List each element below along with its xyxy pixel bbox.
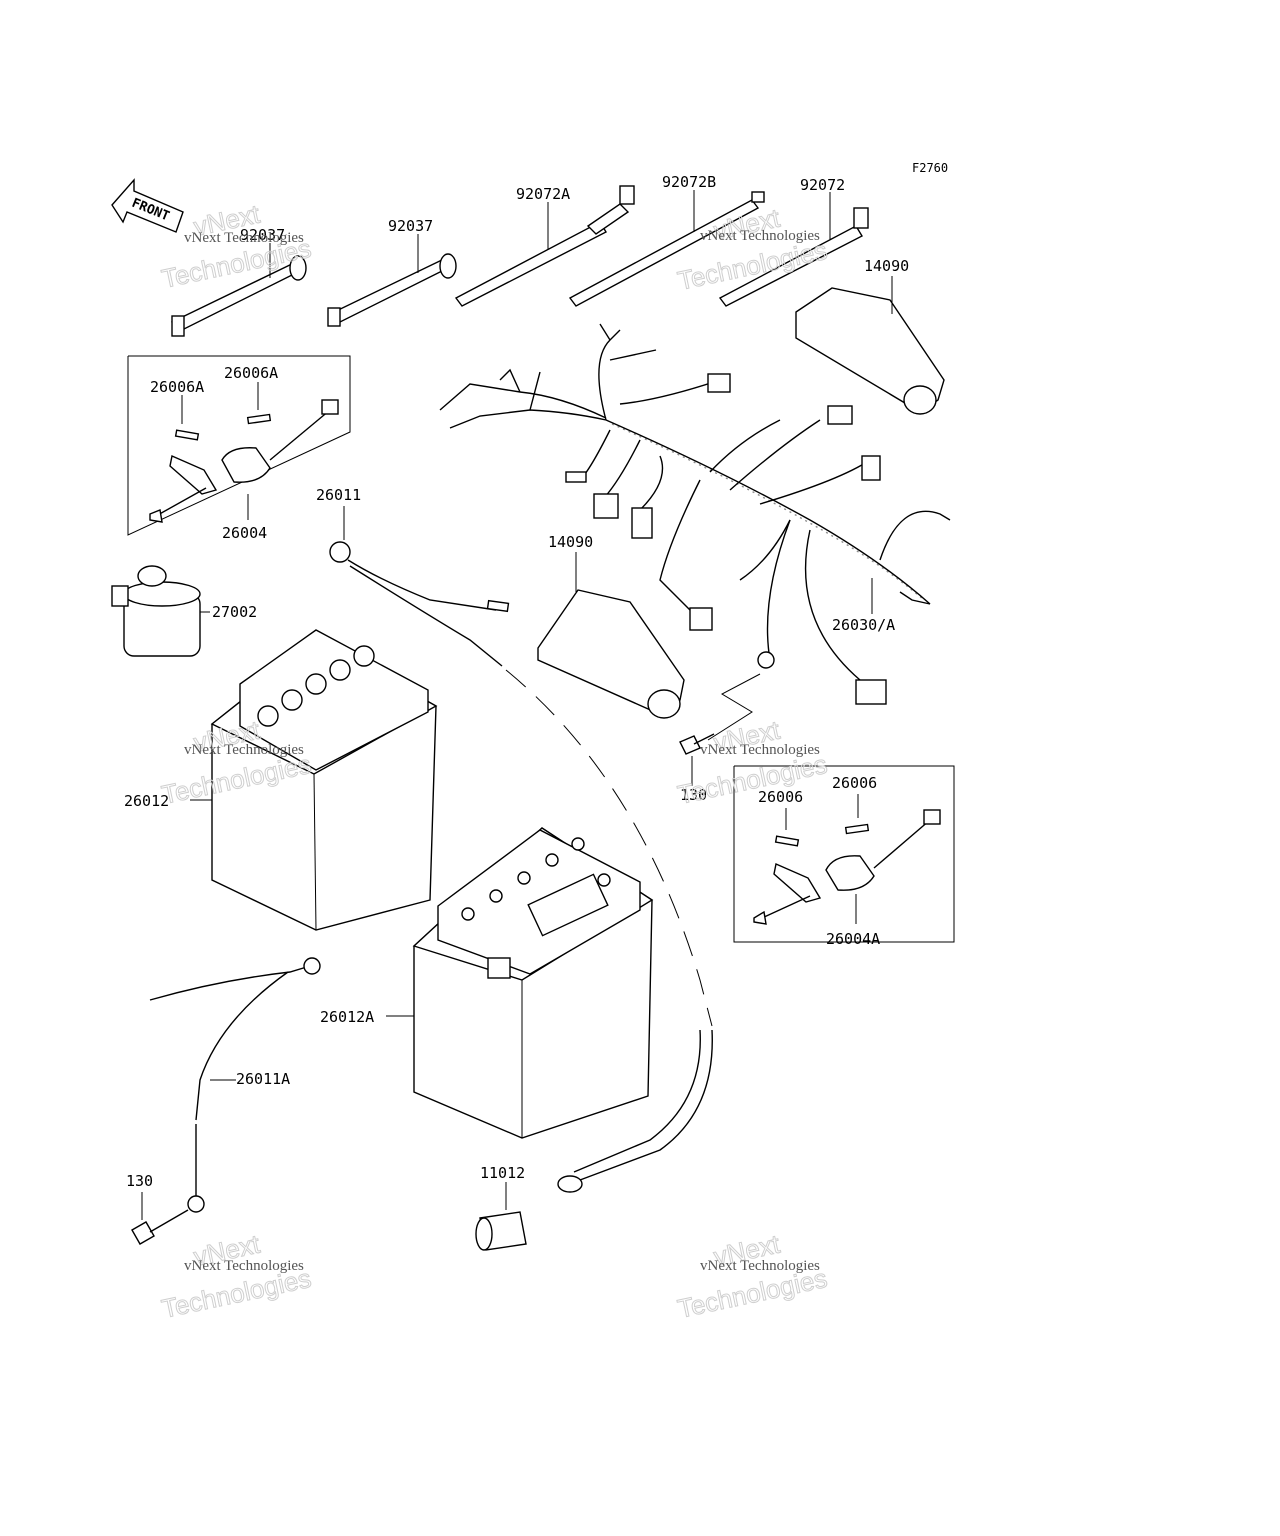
cable-tie-92072 [718, 192, 869, 307]
battery-26012a [386, 827, 654, 1139]
bolt-130-middle [679, 733, 715, 786]
terminal-cap-11012 [475, 1029, 713, 1251]
battery-cable-26011 [329, 506, 713, 1027]
callout-14090-middle: 14090 [548, 533, 593, 551]
callout-26006-right: 26006 [832, 774, 877, 792]
callout-26004a: 26004A [826, 930, 880, 948]
fuse-holder-kit-26004a [733, 765, 955, 943]
battery-strap-right [327, 234, 457, 327]
main-wiring-harness-26030a [439, 323, 951, 741]
callout-26011: 26011 [316, 486, 361, 504]
svg-text:vNext Technologies: vNext Technologies [700, 742, 820, 758]
callout-130-bottom: 130 [126, 1172, 153, 1190]
svg-text:vNext Technologies: vNext Technologies [184, 1258, 304, 1274]
watermark-mid-right: vNext vNext Technologies Technologies [675, 714, 831, 810]
svg-text:vNext Technologies: vNext Technologies [184, 742, 304, 758]
callout-92037-left: 92037 [240, 226, 285, 244]
callout-92037-right: 92037 [388, 217, 433, 235]
fuse-holder-kit-26004 [127, 355, 351, 536]
callout-26012a: 26012A [320, 1008, 374, 1026]
callout-26004: 26004 [222, 524, 267, 542]
cable-tie-92072a [454, 185, 635, 307]
callout-26006a-left: 26006A [150, 378, 204, 396]
battery-cable-26011a [149, 957, 321, 1213]
figure-code: F2760 [912, 161, 948, 175]
callout-92072: 92072 [800, 176, 845, 194]
svg-text:vNext Technologies: vNext Technologies [184, 230, 304, 246]
callout-14090-top: 14090 [864, 257, 909, 275]
callout-92072b: 92072B [662, 173, 716, 191]
watermark-bottom-left: vNext vNext Technologies Technologies [159, 1228, 315, 1324]
svg-text:vNext Technologies: vNext Technologies [700, 228, 820, 244]
callout-26012: 26012 [124, 792, 169, 810]
battery-strap-left [171, 243, 307, 337]
bolt-130-bottom [131, 1192, 189, 1245]
callout-27002: 27002 [212, 603, 257, 621]
callout-26011a: 26011A [236, 1070, 290, 1088]
harness-cover-top [795, 276, 945, 415]
front-arrow-icon: FRONT [111, 178, 184, 233]
callout-130-middle: 130 [680, 786, 707, 804]
watermark-bottom-right: vNext vNext Technologies Technologies [675, 1228, 831, 1324]
callout-26006a-right: 26006A [224, 364, 278, 382]
callout-92072a: 92072A [516, 185, 570, 203]
svg-text:vNext Technologies: vNext Technologies [700, 1258, 820, 1274]
callout-26030a: 26030/A [832, 616, 895, 634]
callout-26006-left: 26006 [758, 788, 803, 806]
battery-26012 [190, 629, 438, 931]
starter-relay-27002 [111, 565, 210, 657]
harness-cover-middle [537, 552, 685, 719]
callout-11012: 11012 [480, 1164, 525, 1182]
svg-text:Technologies: Technologies [675, 749, 830, 810]
cable-tie-92072b [568, 190, 765, 307]
